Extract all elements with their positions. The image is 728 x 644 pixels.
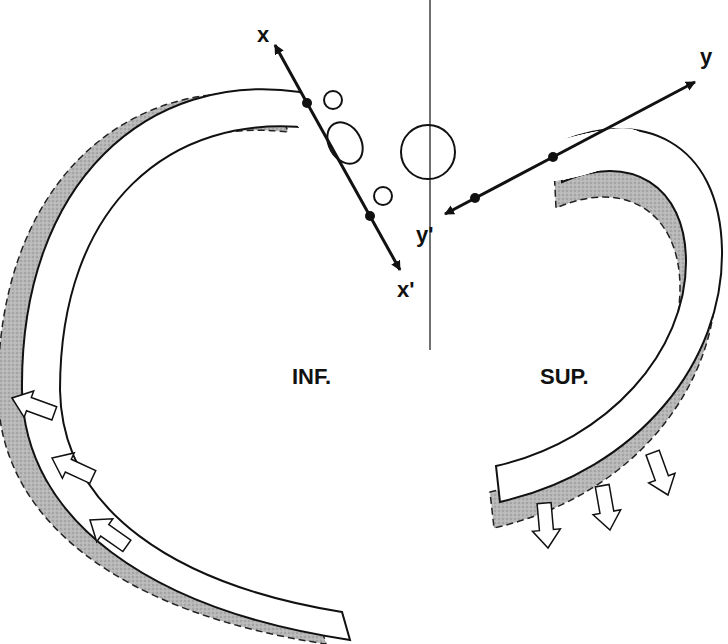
axis-label: x': [397, 279, 414, 301]
axis-label: x: [257, 24, 269, 46]
rib-axes: [275, 45, 695, 270]
side-label: SUP.: [540, 366, 589, 388]
vertebra: [290, 0, 645, 350]
axis-label: y: [700, 46, 712, 68]
axis-label: y': [416, 224, 433, 246]
side-label: INF.: [292, 366, 331, 388]
movement-arrows: [7, 385, 681, 557]
